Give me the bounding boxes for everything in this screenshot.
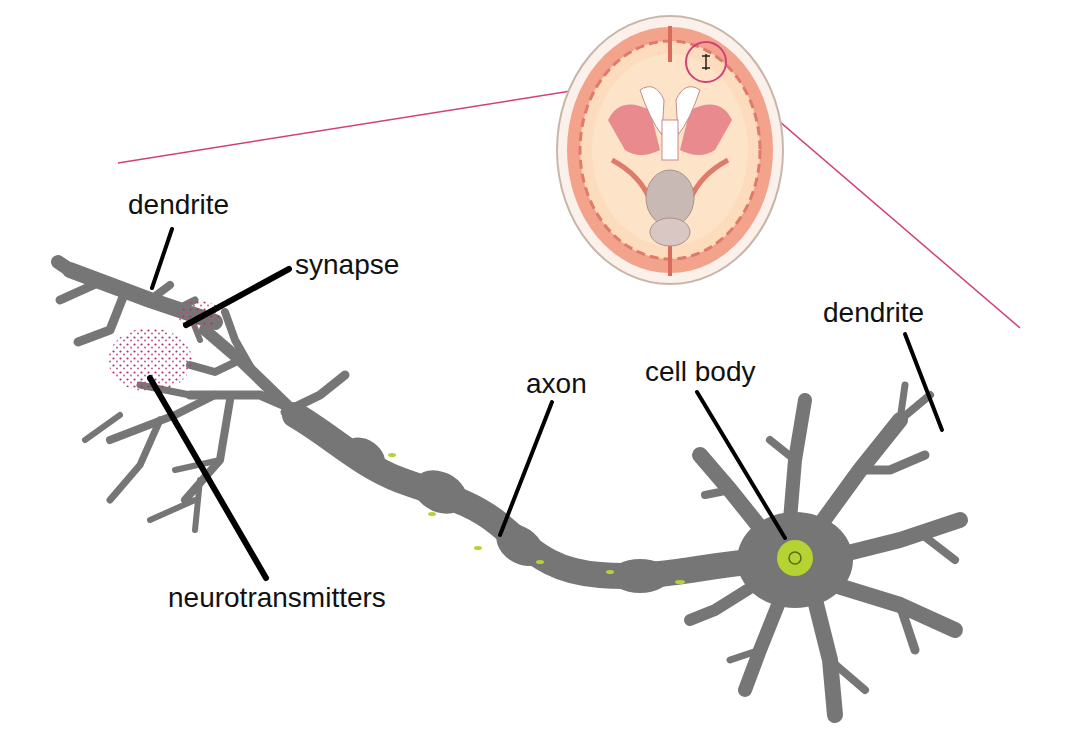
neuron — [58, 262, 960, 715]
leader-lines — [150, 229, 942, 578]
nucleus-and-myelin-dots — [388, 453, 813, 584]
brain-section — [557, 16, 783, 284]
part-label: cell body — [645, 355, 756, 389]
part-label: axon — [526, 367, 587, 401]
part-label: synapse — [295, 248, 399, 282]
part-label: neurotransmitters — [168, 581, 386, 615]
part-label: dendrite — [823, 296, 924, 330]
part-label: dendrite — [128, 188, 229, 222]
